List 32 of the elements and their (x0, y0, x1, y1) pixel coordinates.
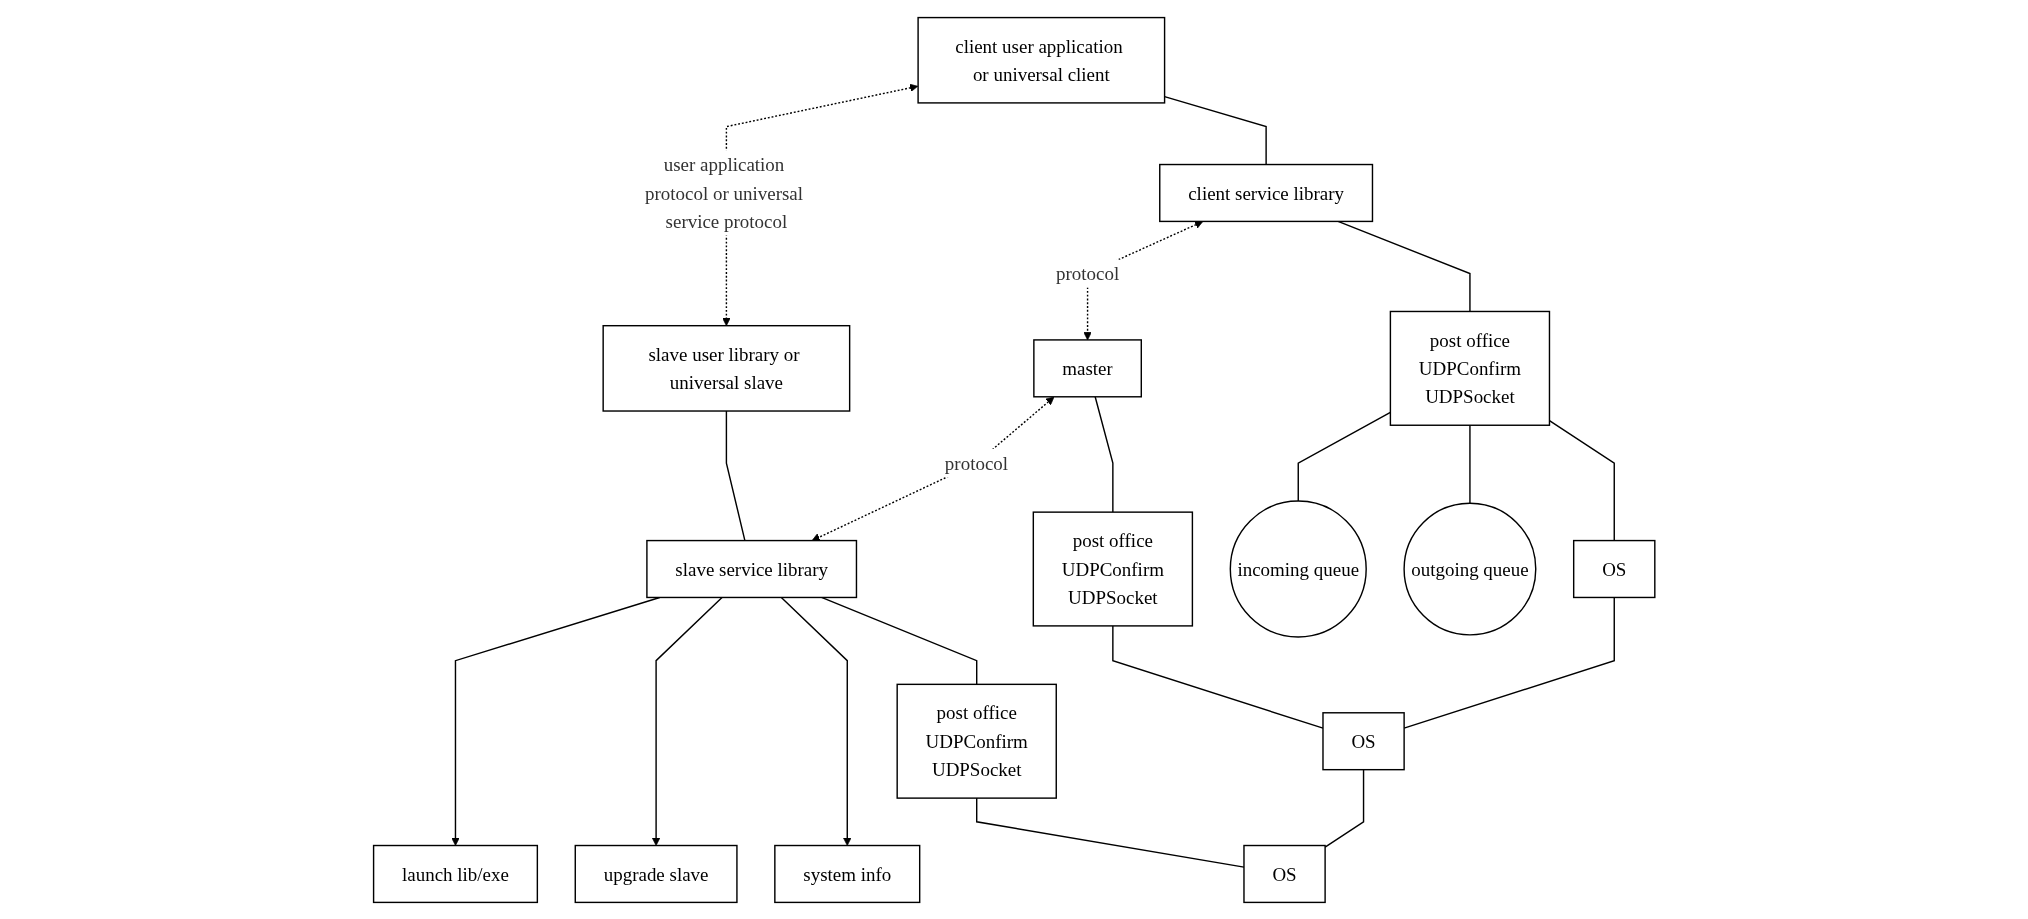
edge-label: user application protocol or universal service protocol (644, 153, 803, 232)
connector (1297, 411, 1391, 502)
node-box: system info (773, 844, 921, 903)
arrow (451, 596, 661, 846)
connector (1469, 424, 1471, 504)
node-box: post office UDPConfirm UDPSocket (1389, 310, 1550, 426)
node-box: OS (1322, 711, 1405, 770)
connector (725, 409, 746, 541)
node-box: client service library (1158, 163, 1373, 222)
edge-label: protocol (944, 452, 1008, 474)
connector (1548, 419, 1615, 541)
node-box: post office UDPConfirm UDPSocket (896, 683, 1057, 799)
arrow (780, 596, 852, 846)
arrow (651, 596, 723, 846)
connector (1403, 596, 1615, 729)
node-circle: outgoing queue (1403, 502, 1537, 636)
connector (820, 596, 978, 685)
edge-label: protocol (1055, 262, 1119, 284)
connector (1094, 395, 1114, 513)
node-box: slave user library or universal slave (602, 324, 851, 412)
connector (1324, 768, 1365, 848)
node-circle: incoming queue (1229, 499, 1367, 638)
connector (1337, 220, 1471, 312)
node-box: OS (1572, 539, 1656, 598)
node-box: master (1032, 338, 1142, 397)
node-box: client user application or universal client (917, 16, 1166, 104)
arrow (811, 396, 1055, 541)
node-box: post office UDPConfirm UDPSocket (1032, 510, 1193, 627)
node-box: slave service library (646, 539, 857, 598)
node-box: launch lib/exe (372, 844, 538, 903)
node-box: OS (1243, 844, 1326, 903)
node-box: upgrade slave (574, 844, 738, 903)
